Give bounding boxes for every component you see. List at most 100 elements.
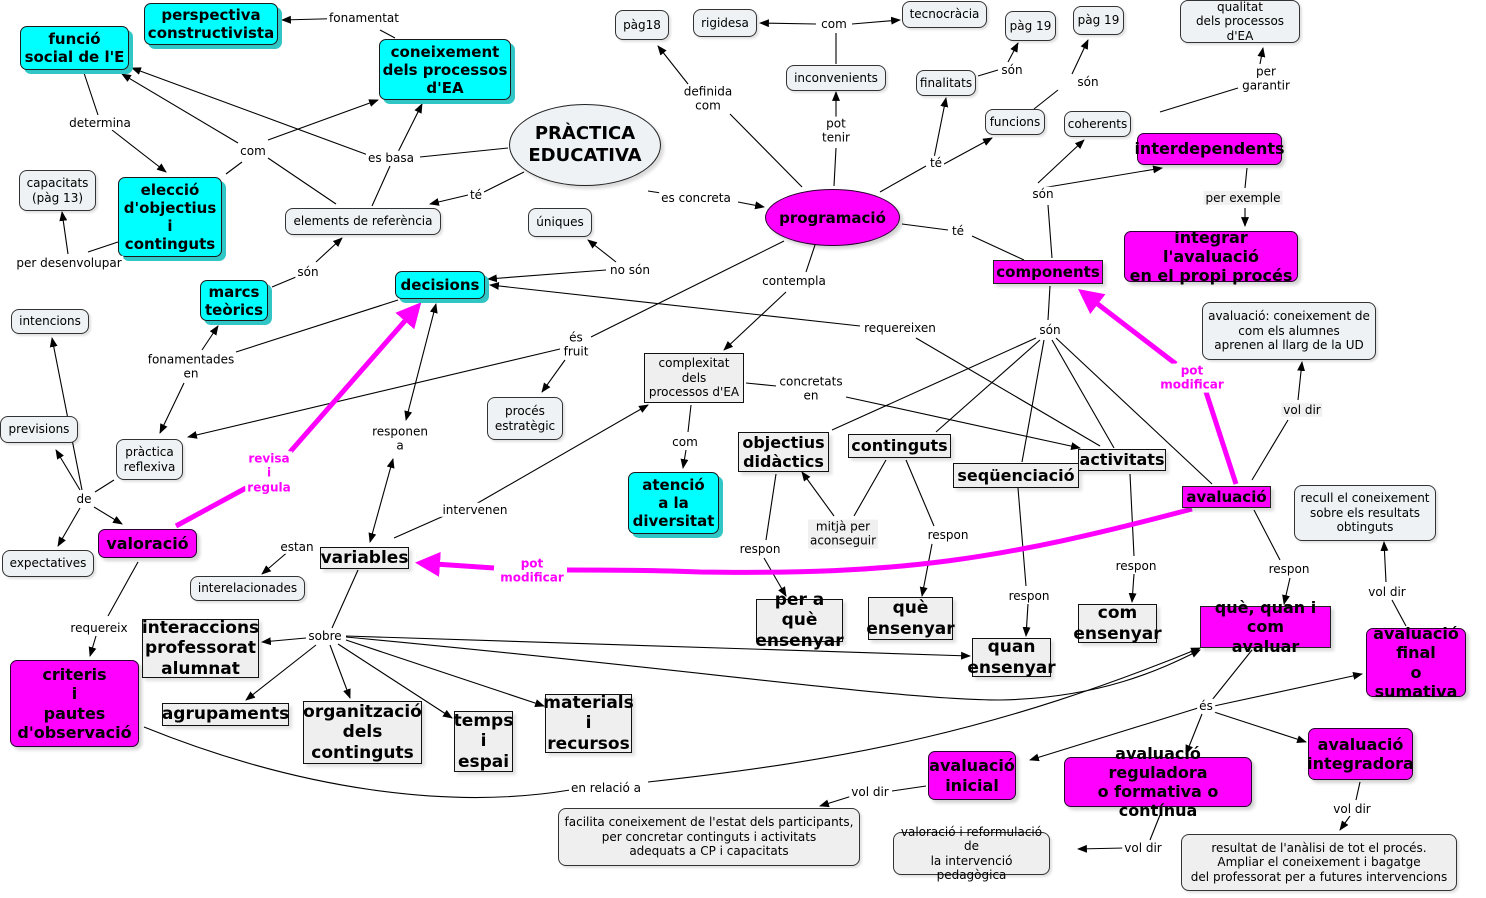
concept-avaluacio-definicio[interactable]: avaluació: coneixement de com els alumne… bbox=[1202, 302, 1376, 360]
concept-tecnocracia[interactable]: tecnocràcia bbox=[902, 1, 987, 28]
edge bbox=[1029, 707, 1199, 762]
concept-temps-espai[interactable]: temps i espai bbox=[453, 710, 514, 772]
concept-materials-recursos[interactable]: materials i recursos bbox=[543, 692, 634, 754]
concept-per-a-que-ensenyar[interactable]: per a què ensenyar bbox=[755, 589, 844, 651]
concept-que-quan-com-avaluar[interactable]: què, quan i com avaluar bbox=[1200, 598, 1331, 656]
concept-practica-reflexiva[interactable]: pràctica reflexiva bbox=[116, 439, 183, 480]
concept-programacio[interactable]: programació bbox=[765, 189, 900, 246]
link-label: vol dir bbox=[1331, 801, 1373, 817]
link-label: té bbox=[927, 155, 945, 171]
concept-valoracio-reformulacio[interactable]: valoració i reformulació de la intervenc… bbox=[893, 825, 1050, 882]
link-label: sobre bbox=[306, 628, 344, 644]
concept-integrar-avaluacio[interactable]: integrar l'avaluació en el propi procés bbox=[1124, 228, 1298, 285]
link-label: fonamentat bbox=[327, 10, 401, 26]
emphasis-edge bbox=[415, 551, 495, 577]
concept-perspectiva-constructivista[interactable]: perspectiva constructivista bbox=[144, 3, 278, 45]
edge bbox=[905, 459, 935, 527]
concept-facilita-coneixement[interactable]: facilita coneixement de l'estat dels par… bbox=[558, 808, 860, 866]
link-label: responen a bbox=[370, 424, 430, 454]
edge bbox=[1244, 167, 1248, 189]
concept-proces-estrategic[interactable]: procés estratègic bbox=[487, 397, 563, 440]
concept-funcions[interactable]: funcions bbox=[985, 109, 1045, 135]
link-label: definida com bbox=[681, 84, 735, 114]
edge bbox=[1047, 285, 1051, 321]
link-label: és fruit bbox=[561, 330, 591, 360]
concept-uniques[interactable]: úniques bbox=[528, 208, 592, 237]
edge bbox=[915, 337, 1101, 447]
edge bbox=[49, 337, 83, 491]
edge bbox=[687, 404, 692, 433]
edge bbox=[1213, 672, 1363, 707]
edge bbox=[225, 161, 243, 175]
concept-complexitat[interactable]: complexitat dels processos d'EA bbox=[644, 353, 744, 403]
concept-decisions[interactable]: decisions bbox=[395, 271, 485, 299]
concept-marcs-teorics[interactable]: marcs teòrics bbox=[200, 280, 268, 321]
concept-recull-coneixement[interactable]: recull el coneixement sobre els resultat… bbox=[1294, 485, 1436, 541]
link-label-emphasis: revisa i regula bbox=[245, 451, 293, 495]
edge bbox=[88, 635, 97, 657]
concept-elements-referencia[interactable]: elements de referència bbox=[285, 208, 441, 235]
concept-atencio-diversitat[interactable]: atenció a la diversitat bbox=[628, 472, 719, 534]
link-label: vol dir bbox=[1122, 840, 1164, 856]
edge bbox=[933, 97, 949, 159]
edge bbox=[1213, 711, 1307, 744]
concept-variables[interactable]: variables bbox=[320, 547, 409, 569]
concept-funcio-social[interactable]: funció social de l'E bbox=[20, 26, 129, 70]
concept-coherents[interactable]: coherents bbox=[1064, 111, 1131, 137]
concept-valoracio[interactable]: valoració bbox=[98, 529, 197, 558]
concept-criteris-pautes[interactable]: criteris i pautes d'observació bbox=[10, 660, 139, 747]
concept-pag19-finalitats[interactable]: pàg 19 bbox=[1005, 11, 1056, 41]
concept-com-ensenyar[interactable]: com ensenyar bbox=[1073, 603, 1162, 644]
concept-components[interactable]: components bbox=[993, 260, 1103, 284]
link-label: es concreta bbox=[659, 190, 733, 206]
concept-rigidesa[interactable]: rigidesa bbox=[693, 9, 757, 37]
edge bbox=[111, 129, 167, 173]
concept-practica-educativa[interactable]: PRÀCTICA EDUCATIVA bbox=[509, 104, 661, 186]
concept-que-ensenyar[interactable]: què ensenyar bbox=[866, 597, 955, 640]
concept-finalitats[interactable]: finalitats bbox=[916, 70, 976, 96]
edge bbox=[267, 157, 337, 205]
edge bbox=[143, 726, 571, 798]
edge bbox=[57, 507, 81, 547]
concept-capacitats[interactable]: capacitats (pàg 13) bbox=[19, 170, 96, 211]
concept-inconvenients[interactable]: inconvenients bbox=[786, 65, 886, 91]
concept-avaluacio-integradora[interactable]: avaluació integradora bbox=[1307, 728, 1414, 780]
concept-pag19-funcions[interactable]: pàg 19 bbox=[1073, 6, 1124, 35]
concept-sequenciacio[interactable]: seqüenciació bbox=[953, 463, 1079, 488]
concept-quan-ensenyar[interactable]: quan ensenyar bbox=[967, 637, 1056, 678]
concept-avaluacio[interactable]: avaluació bbox=[1182, 486, 1271, 508]
edge bbox=[404, 303, 438, 421]
concept-expectatives[interactable]: expectatives bbox=[2, 550, 94, 577]
edge bbox=[737, 201, 765, 210]
edge bbox=[759, 19, 817, 28]
concept-resultat-analisi[interactable]: resultat de l'anàlisi de tot el procés. … bbox=[1181, 834, 1457, 891]
link-label: per exemple bbox=[1203, 190, 1283, 206]
edge bbox=[763, 557, 787, 597]
concept-organitzacio-continguts[interactable]: organització dels continguts bbox=[303, 701, 422, 764]
link-label: són bbox=[999, 62, 1025, 78]
concept-interelacionades[interactable]: interelacionades bbox=[190, 576, 305, 601]
concept-eleccio-objectius[interactable]: elecció d'objectius i continguts bbox=[118, 177, 222, 257]
concept-objectius-didactics[interactable]: objectius didàctics bbox=[738, 432, 829, 472]
concept-coneixement-processos[interactable]: coneixement dels processos d'EA bbox=[379, 39, 511, 100]
concept-intencions[interactable]: intencions bbox=[11, 309, 89, 334]
concept-interaccions[interactable]: interaccions professorat alumnat bbox=[141, 617, 260, 679]
emphasis-edge bbox=[288, 302, 422, 454]
concept-avaluacio-reguladora[interactable]: avaluació reguladora o formativa o contí… bbox=[1064, 744, 1252, 820]
link-label: vol dir bbox=[1281, 402, 1323, 418]
concept-avaluacio-inicial[interactable]: avaluació inicial bbox=[928, 751, 1016, 800]
concept-continguts[interactable]: continguts bbox=[848, 434, 951, 458]
concept-interdependents[interactable]: interdependents bbox=[1134, 133, 1285, 165]
edge bbox=[55, 449, 81, 491]
link-label: com bbox=[670, 434, 700, 450]
edge bbox=[107, 561, 139, 617]
concept-activitats[interactable]: activitats bbox=[1078, 449, 1166, 471]
concept-avaluacio-final[interactable]: avaluació final o sumativa bbox=[1366, 624, 1466, 701]
edge bbox=[315, 237, 343, 263]
concept-agrupaments[interactable]: agrupaments bbox=[161, 703, 290, 726]
concept-pag18[interactable]: pàg18 bbox=[615, 10, 669, 40]
edge bbox=[368, 458, 395, 543]
concept-qualitat[interactable]: qualitat dels processos d'EA bbox=[1180, 0, 1300, 43]
concept-previsions[interactable]: previsions bbox=[0, 416, 78, 443]
